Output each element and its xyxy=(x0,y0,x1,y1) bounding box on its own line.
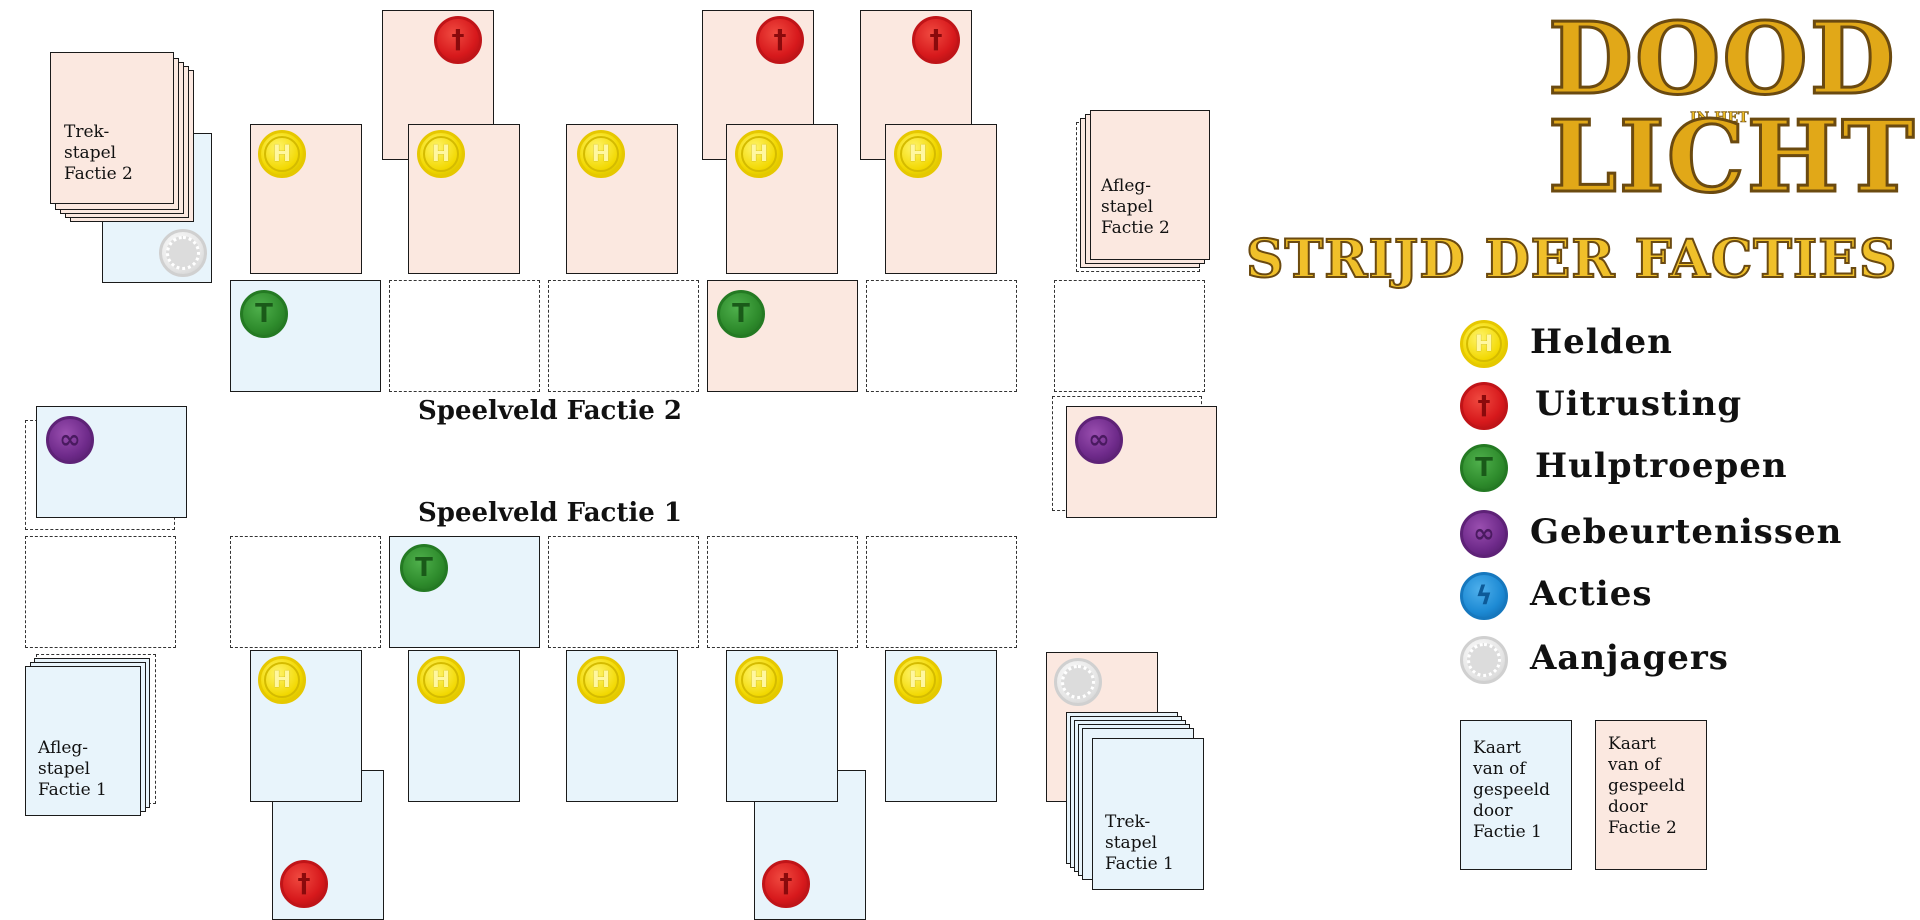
faction2-field-label: Speelveld Factie 2 xyxy=(418,396,682,426)
equipment-token: † xyxy=(280,860,328,908)
equipment-token: † xyxy=(434,16,482,64)
legend-events: Gebeurtenissen xyxy=(1530,512,1843,552)
empty-helper-slot[interactable] xyxy=(389,280,540,392)
faction1-card-legend-label: Kaart van of gespeeld door Factie 1 xyxy=(1473,738,1550,842)
empty-helper-slot[interactable] xyxy=(230,536,381,648)
discard-pile-faction2-label: Afleg- stapel Factie 2 xyxy=(1101,176,1170,238)
helper-legend-icon: T xyxy=(1460,444,1508,492)
equipment-token: † xyxy=(912,16,960,64)
draw-deck-faction2-label: Trek- stapel Factie 2 xyxy=(64,122,133,184)
hero-token: H xyxy=(258,656,306,704)
event-token: ∞ xyxy=(46,416,94,464)
hero-token: H xyxy=(735,130,783,178)
event-legend-icon: ∞ xyxy=(1460,510,1508,558)
action-legend-icon: ϟ xyxy=(1460,572,1508,620)
empty-helper-slot[interactable] xyxy=(707,536,858,648)
driver-legend-icon xyxy=(1460,636,1508,684)
draw-deck-faction1-label: Trek- stapel Factie 1 xyxy=(1105,812,1174,874)
discard-pile-faction1-label: Afleg- stapel Factie 1 xyxy=(38,738,107,800)
hero-token: H xyxy=(417,656,465,704)
empty-helper-slot[interactable] xyxy=(1054,280,1205,392)
faction1-field-label: Speelveld Factie 1 xyxy=(418,498,682,528)
empty-helper-slot[interactable] xyxy=(548,280,699,392)
legend-heroes: Helden xyxy=(1530,322,1673,362)
empty-helper-slot[interactable] xyxy=(866,536,1017,648)
helper-token: T xyxy=(717,290,765,338)
driver-token xyxy=(1054,658,1102,706)
legend-helpers: Hulptroepen xyxy=(1535,446,1788,486)
hero-legend-icon: H xyxy=(1460,320,1508,368)
hero-token: H xyxy=(258,130,306,178)
driver-token xyxy=(159,229,207,277)
equipment-token: † xyxy=(762,860,810,908)
faction1-card-legend xyxy=(1460,720,1572,870)
faction2-card-legend-label: Kaart van of gespeeld door Factie 2 xyxy=(1608,734,1685,838)
faction2-card-legend xyxy=(1595,720,1707,870)
empty-helper-slot[interactable] xyxy=(866,280,1017,392)
helper-token: T xyxy=(400,544,448,592)
event-token: ∞ xyxy=(1075,416,1123,464)
equipment-legend-icon: † xyxy=(1460,382,1508,430)
legend-equipment: Uitrusting xyxy=(1535,384,1743,424)
hero-token: H xyxy=(735,656,783,704)
legend-actions: Acties xyxy=(1530,574,1653,614)
helper-token: T xyxy=(240,290,288,338)
hero-token: H xyxy=(577,130,625,178)
empty-helper-slot[interactable] xyxy=(25,536,176,648)
hero-token: H xyxy=(417,130,465,178)
equipment-token: † xyxy=(756,16,804,64)
hero-token: H xyxy=(577,656,625,704)
hero-token: H xyxy=(894,656,942,704)
legend-drivers: Aanjagers xyxy=(1530,638,1729,678)
hero-token: H xyxy=(894,130,942,178)
empty-helper-slot[interactable] xyxy=(548,536,699,648)
